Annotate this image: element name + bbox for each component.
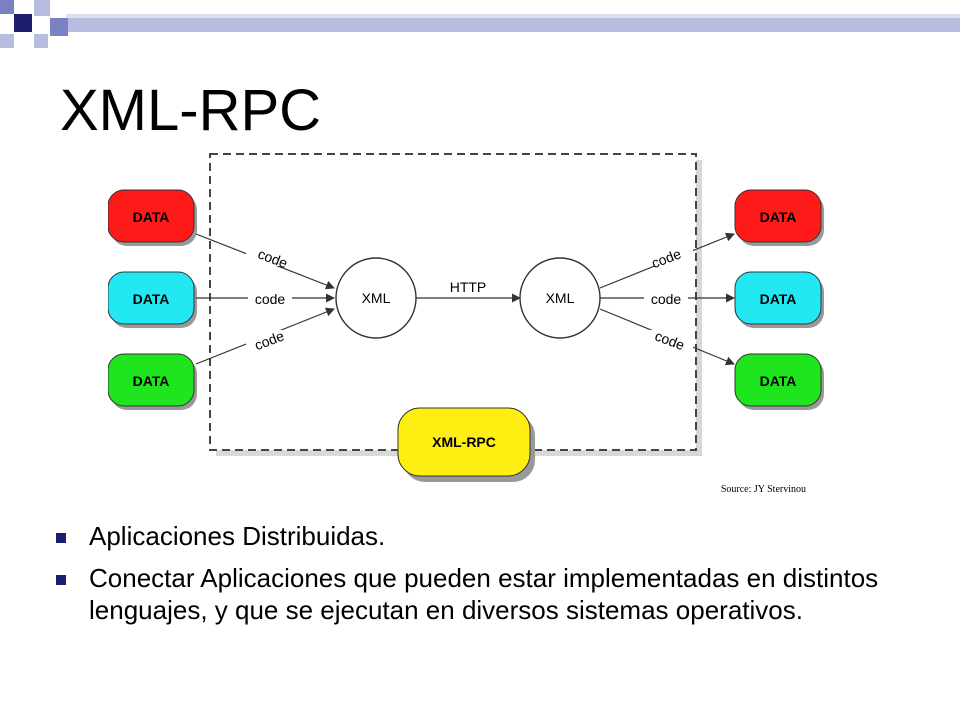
right-xml-node: XML bbox=[519, 257, 601, 339]
right-data-node-3: DATA bbox=[734, 353, 824, 410]
right-xml-label: XML bbox=[546, 290, 575, 306]
left-data-label-2: DATA bbox=[133, 291, 170, 307]
left-data-node-1: DATA bbox=[108, 189, 197, 246]
left-code-label-2: code bbox=[255, 291, 286, 307]
right-data-label-1: DATA bbox=[760, 209, 797, 225]
bullet-text: Aplicaciones Distribuidas. bbox=[89, 521, 386, 551]
bullet-text: Conectar Aplicaciones que pueden estar i… bbox=[89, 563, 879, 625]
bullet-item: Conectar Aplicaciones que pueden estar i… bbox=[56, 562, 916, 626]
right-code-label-2: code bbox=[651, 291, 682, 307]
left-data-node-3: DATA bbox=[108, 353, 197, 410]
right-data-label-2: DATA bbox=[760, 291, 797, 307]
bullet-list: Aplicaciones Distribuidas. Conectar Apli… bbox=[56, 520, 916, 636]
left-data-label-3: DATA bbox=[133, 373, 170, 389]
xml-rpc-diagram: DATA DATA DATA code code code XML HTTP X… bbox=[108, 153, 824, 495]
header-decoration bbox=[0, 0, 960, 48]
xml-rpc-node: XML-RPC bbox=[397, 407, 535, 482]
left-xml-label: XML bbox=[362, 290, 391, 306]
right-data-node-2: DATA bbox=[734, 271, 824, 328]
right-data-node-1: DATA bbox=[734, 189, 824, 246]
slide-title: XML-RPC bbox=[60, 78, 322, 143]
bullet-square-icon bbox=[56, 575, 66, 585]
bullet-square-icon bbox=[56, 533, 66, 543]
left-xml-node: XML bbox=[335, 257, 417, 339]
left-data-label-1: DATA bbox=[133, 209, 170, 225]
source-caption: Source: JY Stervinou bbox=[721, 484, 806, 495]
xml-rpc-node-label: XML-RPC bbox=[432, 434, 496, 450]
left-data-node-2: DATA bbox=[108, 271, 197, 328]
http-label: HTTP bbox=[450, 279, 487, 295]
right-data-label-3: DATA bbox=[760, 373, 797, 389]
bullet-item: Aplicaciones Distribuidas. bbox=[56, 520, 916, 552]
